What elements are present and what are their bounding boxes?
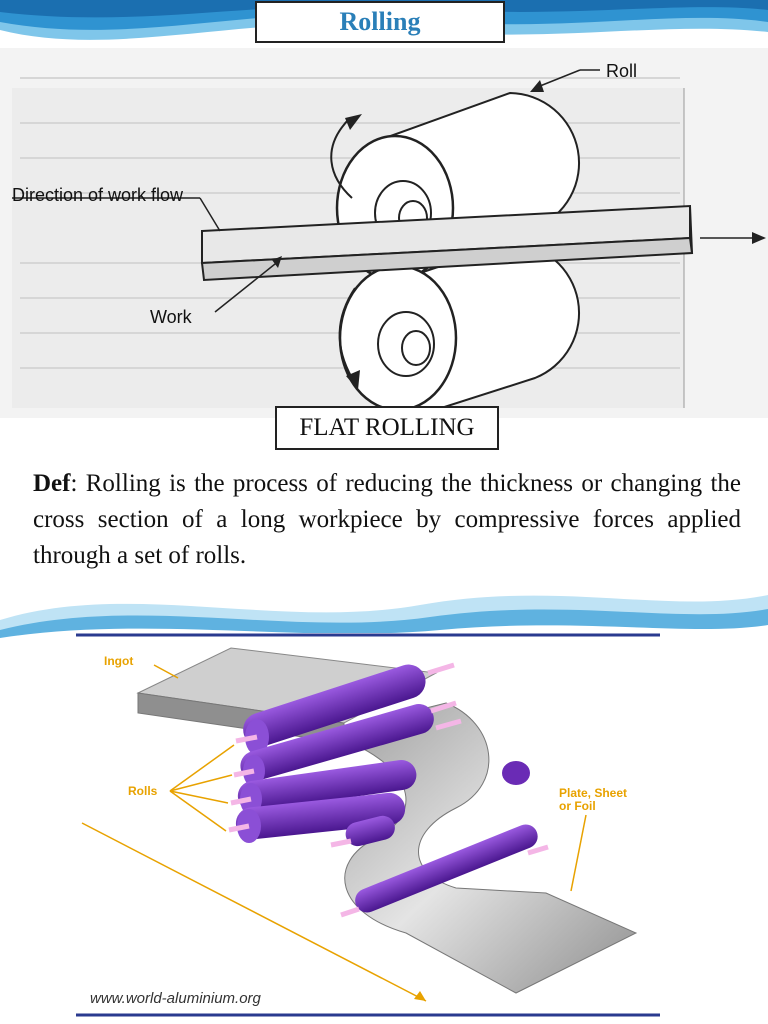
definition-text: : Rolling is the process of reducing the…: [33, 470, 741, 569]
finishing-rolls: [330, 761, 549, 918]
definition-paragraph: Def: Rolling is the process of reducing …: [33, 466, 741, 574]
roll-label: Roll: [606, 61, 637, 81]
work-label: Work: [150, 307, 193, 327]
flat-rolling-figure: Roll Direction of work flow Work: [0, 48, 768, 418]
upper-roll-pair: [233, 664, 434, 787]
lower-roll: [338, 241, 581, 418]
rolling-mill-figure: Ingot Rolls Plate, Sheet or Foil www.wor…: [76, 633, 660, 1017]
slide-title: Rolling: [339, 7, 421, 36]
ingot-label: Ingot: [104, 654, 133, 668]
rolls-label: Rolls: [128, 784, 158, 798]
figure-caption-box: FLAT ROLLING: [275, 406, 499, 450]
work-plate: [200, 204, 694, 282]
plate-label-line1: Plate, Sheet: [559, 786, 627, 800]
plate-label-line2: or Foil: [559, 799, 596, 813]
figure-caption: FLAT ROLLING: [299, 414, 475, 441]
source-credit: www.world-aluminium.org: [90, 990, 262, 1007]
slide-title-box: Rolling: [255, 1, 505, 43]
definition-term: Def: [33, 470, 71, 497]
flow-direction-label: Direction of work flow: [12, 185, 184, 205]
